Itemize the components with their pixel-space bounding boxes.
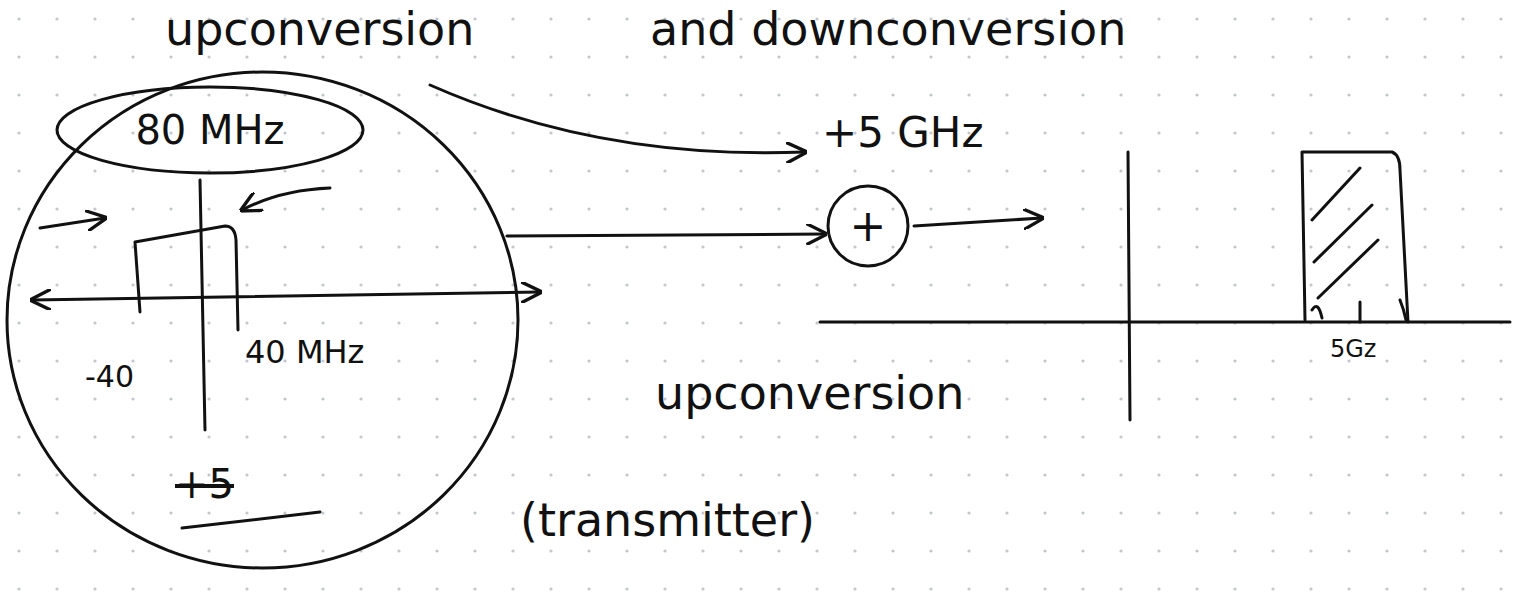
carrier-frequency: +5 GHz [822, 110, 983, 156]
amplitude-axis [1128, 152, 1130, 420]
passband-spectrum [1302, 152, 1408, 322]
mixer-circle-outline [828, 186, 908, 266]
leader-arrow [430, 85, 805, 153]
node-text: +5 [175, 462, 234, 506]
pointer-arrow [242, 188, 330, 210]
bandwidth-ellipse-outline [57, 87, 363, 173]
node-text: 80 MHz [135, 108, 284, 152]
spectrum-circle-outline [7, 72, 518, 568]
output-arrow [914, 218, 1042, 226]
node-text: + [850, 202, 887, 250]
spectrum-circle: -40 40 MHz +5 80 MHz [5, 70, 520, 570]
mixer-circle: + [826, 184, 910, 268]
frequency-axis [32, 292, 540, 300]
node-text: 40 MHz [245, 335, 364, 370]
amplitude-axis [200, 180, 205, 430]
note-text: (transmitter) [520, 495, 815, 546]
note-text: upconversion [655, 368, 964, 419]
strike-line [182, 512, 320, 528]
heading-word: and downconversion [650, 4, 1126, 55]
node-text: -40 [85, 360, 134, 393]
heading-word: upconversion [165, 4, 474, 55]
signal-arrow [507, 234, 825, 236]
baseband-spectrum [135, 226, 238, 330]
bandwidth-ellipse: 80 MHz [55, 85, 365, 175]
hatching [1312, 168, 1406, 320]
pointer-arrow [40, 218, 105, 228]
tick-mark [1359, 302, 1362, 322]
axis-label: 5Gz [1330, 336, 1376, 362]
